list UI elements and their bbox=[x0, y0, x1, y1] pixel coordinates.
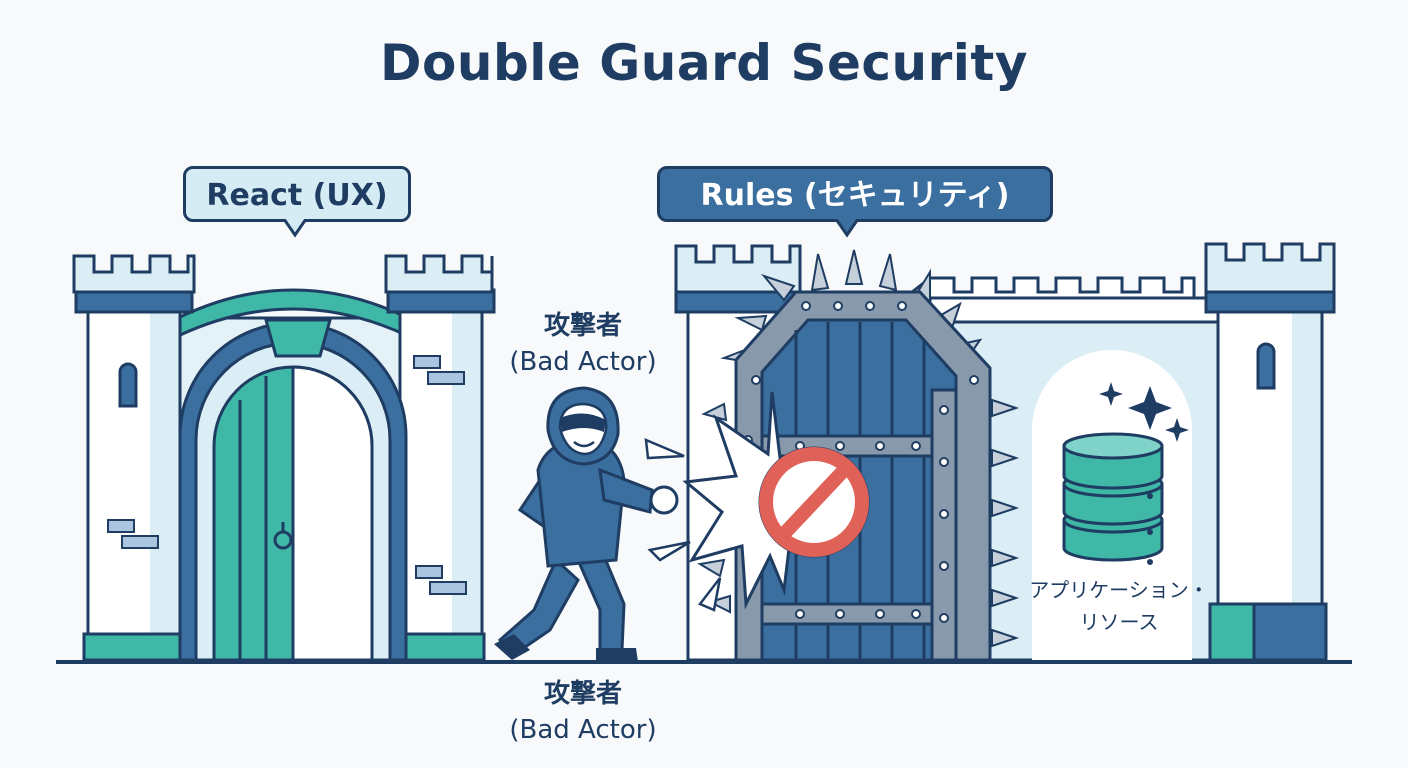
attacker-figure bbox=[494, 386, 679, 662]
rules-bubble-pointer bbox=[834, 219, 860, 238]
resource-label-line2: リソース bbox=[1079, 610, 1159, 634]
spiked-security-door bbox=[682, 249, 1020, 662]
page-title: Double Guard Security bbox=[380, 34, 1028, 92]
impact-lines bbox=[644, 438, 722, 612]
resource-label-line1: アプリケーション・ bbox=[1029, 578, 1209, 602]
react-ux-label: React (UX) bbox=[183, 166, 411, 222]
attacker-label-top-line1: 攻撃者 bbox=[543, 311, 622, 341]
react-gate bbox=[178, 318, 408, 662]
attacker-label-top: 攻撃者 (Bad Actor) bbox=[488, 308, 678, 380]
database-icon bbox=[1062, 432, 1164, 565]
application-resource-label: アプリケーション・ リソース bbox=[1012, 574, 1226, 638]
react-bubble-pointer bbox=[282, 219, 308, 238]
react-castle bbox=[72, 254, 496, 662]
attacker-label-bottom-line2: (Bad Actor) bbox=[509, 715, 657, 745]
rules-castle bbox=[674, 242, 1336, 662]
attacker-label-top-line2: (Bad Actor) bbox=[509, 347, 657, 377]
rules-right-tower bbox=[1204, 242, 1336, 662]
rules-security-label: Rules (セキュリティ) bbox=[657, 166, 1053, 222]
impact-burst bbox=[682, 391, 792, 610]
left-tower bbox=[72, 254, 196, 662]
attacker-label-bottom: 攻撃者 (Bad Actor) bbox=[488, 676, 678, 748]
blocked-icon bbox=[758, 446, 870, 558]
resource-alcove bbox=[1032, 350, 1192, 660]
right-tower bbox=[384, 254, 496, 662]
attacker-label-bottom-line1: 攻撃者 bbox=[543, 679, 622, 709]
sparkle-icon bbox=[1099, 382, 1189, 442]
